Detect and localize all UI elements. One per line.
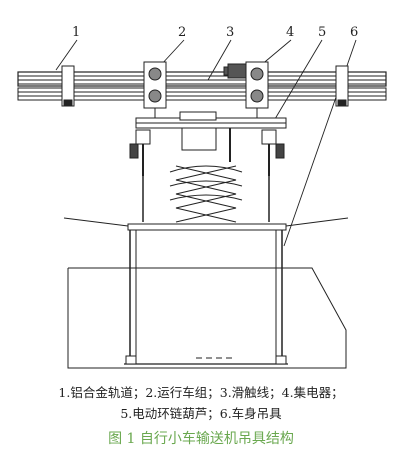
hoist-body	[179, 111, 231, 162]
caption-line-2: 5.电动环链葫芦；6.车身吊具	[120, 406, 282, 421]
running-carriage-left	[143, 61, 167, 109]
label-2: 2	[178, 25, 186, 40]
drive-motor	[223, 63, 247, 79]
label-5: 5	[318, 25, 326, 40]
scissor-lift	[169, 165, 243, 223]
label-6: 6	[350, 25, 358, 40]
label-1: 1	[72, 25, 80, 40]
hanger-structure-drawing: 1 2 3 4 5 6	[17, 25, 387, 369]
chain-hoist-left	[129, 129, 151, 176]
vehicle-body	[67, 267, 347, 369]
vehicle-body-hanger	[63, 217, 349, 365]
figure-title: 图 1 自行小车输送机吊具结构	[108, 431, 294, 447]
chain-hoist-right	[261, 129, 285, 176]
rail-clamps	[61, 65, 349, 107]
aluminum-rail	[17, 71, 387, 101]
hanger-rods	[142, 176, 270, 222]
running-carriage-right	[245, 61, 269, 109]
caption-line-1: 1.铝合金轨道；2.运行车组；3.滑触线；4.集电器；	[58, 385, 344, 400]
label-3: 3	[226, 25, 234, 40]
label-4: 4	[286, 25, 294, 40]
